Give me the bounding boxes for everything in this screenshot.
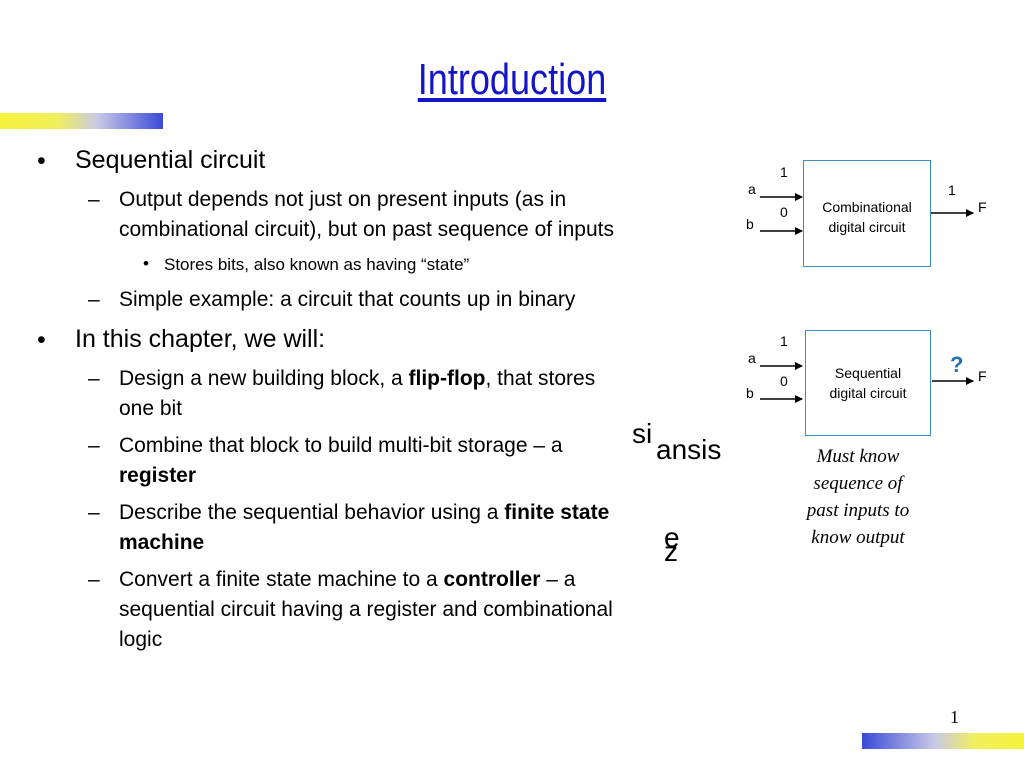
subbullet-output-depends-line2: combinational circuit), but on past sequ… (119, 218, 614, 241)
subsubbullet-stores-bits: Stores bits, also known as having “state… (164, 255, 470, 274)
dash-marker: – (88, 568, 100, 591)
subbullet-design-flip-flop: Design a new building block, a flip-flop… (119, 367, 596, 390)
bottom-input-a-value: 1 (780, 333, 788, 349)
top-output-value: 1 (948, 182, 956, 198)
top-input-a-label: a (748, 181, 756, 197)
bottom-output-label: F (978, 368, 987, 384)
bullet-sequential-circuit: Sequential circuit (75, 146, 266, 174)
subbullet-simple-example: Simple example: a circuit that counts up… (119, 288, 576, 311)
stray-text-ansis: ansis (656, 434, 722, 465)
combinational-circuit-label: Combinational digital circuit (822, 199, 912, 235)
subbullet-combine-register: Combine that block to build multi-bit st… (119, 434, 563, 457)
dash-marker: – (88, 188, 100, 211)
sequential-circuit-box (805, 330, 931, 436)
subbullet-design-flip-flop-line2: one bit (119, 397, 183, 420)
subbullet-convert-controller-line2: sequential circuit having a register and… (119, 598, 613, 621)
bullet-marker: • (37, 326, 46, 354)
slide-title: Introduction (417, 55, 607, 104)
stray-text-si: si (632, 418, 653, 449)
stray-text-e: e (664, 522, 680, 553)
top-input-b-label: b (746, 216, 754, 232)
dash-marker: – (88, 367, 100, 390)
decorative-bar-bottom (862, 733, 1024, 749)
subbullet-describe-fsm-line2: machine (119, 531, 205, 554)
dash-marker: – (88, 434, 100, 457)
stray-text-z: z (664, 536, 678, 567)
top-output-label: F (978, 199, 987, 215)
subbullet-output-depends-line1: Output depends not just on present input… (119, 188, 567, 211)
subbullet-combine-register-line2: register (119, 464, 197, 487)
bullet-marker: • (37, 147, 46, 175)
subbullet-convert-controller-line3: logic (119, 628, 163, 651)
bullet-in-this-chapter: In this chapter, we will: (75, 325, 326, 353)
top-input-a-value: 1 (780, 164, 788, 180)
dash-marker: – (88, 501, 100, 524)
bottom-input-b-value: 0 (780, 373, 788, 389)
must-know-note: Must know sequence of past inputs to kno… (806, 446, 910, 548)
bullet-marker: • (143, 254, 149, 273)
decorative-bar-top (0, 113, 163, 129)
unknown-output-question-mark: ? (950, 352, 964, 377)
bottom-input-a-label: a (748, 350, 756, 366)
sequential-circuit-label: Sequential digital circuit (829, 365, 907, 401)
subbullet-describe-fsm: Describe the sequential behavior using a… (119, 501, 610, 524)
subbullet-convert-controller: Convert a finite state machine to a cont… (119, 568, 576, 591)
bottom-input-b-label: b (746, 385, 754, 401)
combinational-circuit-box (803, 160, 931, 267)
dash-marker: – (88, 288, 100, 311)
page-number: 1 (950, 707, 959, 727)
top-input-b-value: 0 (780, 204, 788, 220)
